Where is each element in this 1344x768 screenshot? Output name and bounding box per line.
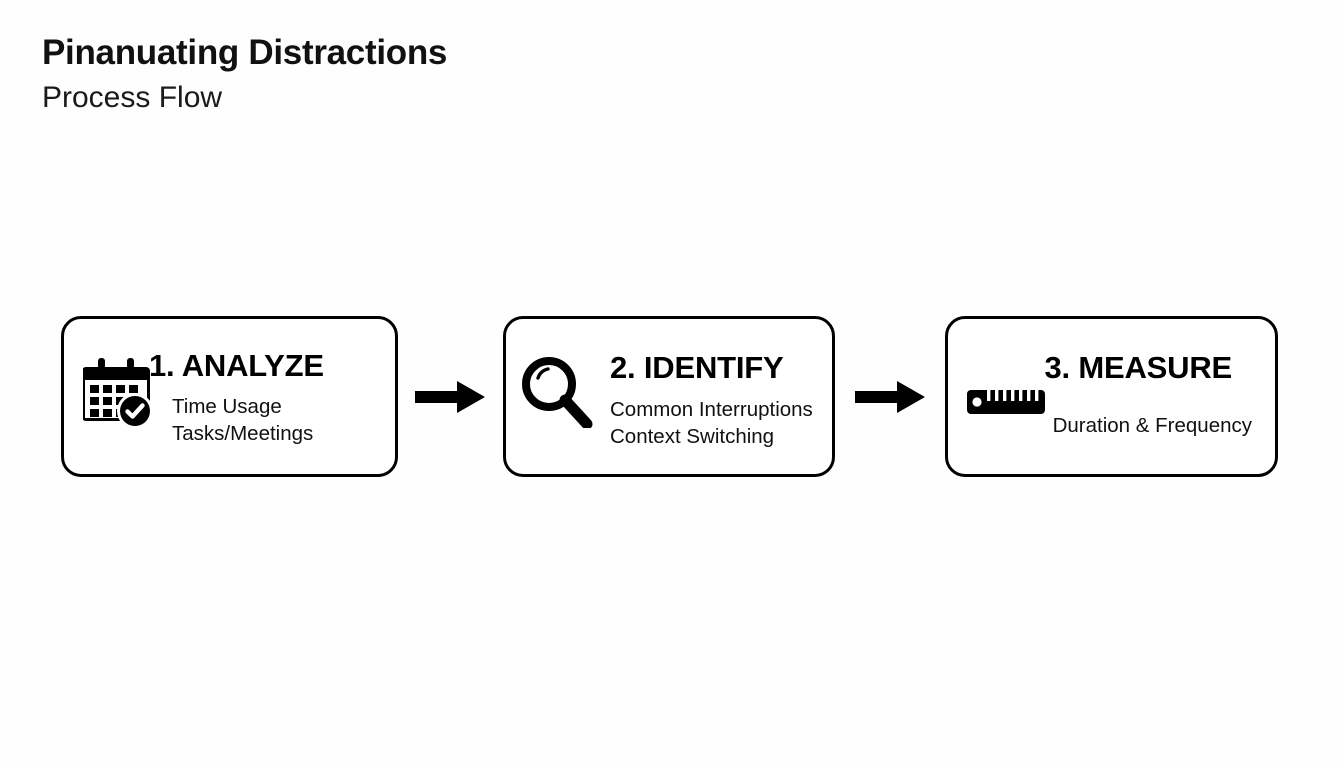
flow-step-detail: Duration & Frequency	[1053, 412, 1252, 439]
ruler-icon	[967, 390, 1045, 414]
calendar-check-icon	[83, 358, 153, 429]
slide-header: Pinanuating Distractions Process Flow	[42, 34, 447, 114]
flow-step-measure[interactable]: 3. MEASURE Duration & Frequency	[945, 316, 1278, 477]
flow-step-title: 3. MEASURE	[1044, 350, 1233, 385]
page-subtitle: Process Flow	[42, 80, 223, 114]
flow-step-detail-line: Duration & Frequency	[1052, 414, 1252, 437]
arrow-right-icon	[855, 381, 925, 413]
flow-step-detail: Time Usage Tasks/Meetings	[172, 393, 313, 447]
flow-step-title: 1. ANALYZE	[149, 348, 324, 383]
magnifier-icon	[522, 357, 593, 428]
flow-step-detail-line: Tasks/Meetings	[172, 422, 314, 446]
page-title: Pinanuating Distractions	[42, 33, 448, 72]
flow-step-detail-line: Time Usage	[172, 395, 282, 418]
flow-step-title: 2. IDENTIFY	[610, 350, 784, 385]
flow-step-identify[interactable]: 2. IDENTIFY Common Interruptions Context…	[503, 316, 835, 477]
flow-step-detail-line: Context Switching	[610, 425, 775, 449]
flow-step-analyze[interactable]: 1. ANALYZE Time Usage Tasks/Meetings	[61, 316, 398, 477]
process-flow-diagram: 1. ANALYZE Time Usage Tasks/Meetings 2. …	[0, 316, 1344, 481]
flow-step-detail: Common Interruptions Context Switching	[610, 396, 813, 450]
arrow-right-icon	[415, 381, 485, 413]
flow-step-detail-line: Common Interruptions	[610, 398, 813, 421]
